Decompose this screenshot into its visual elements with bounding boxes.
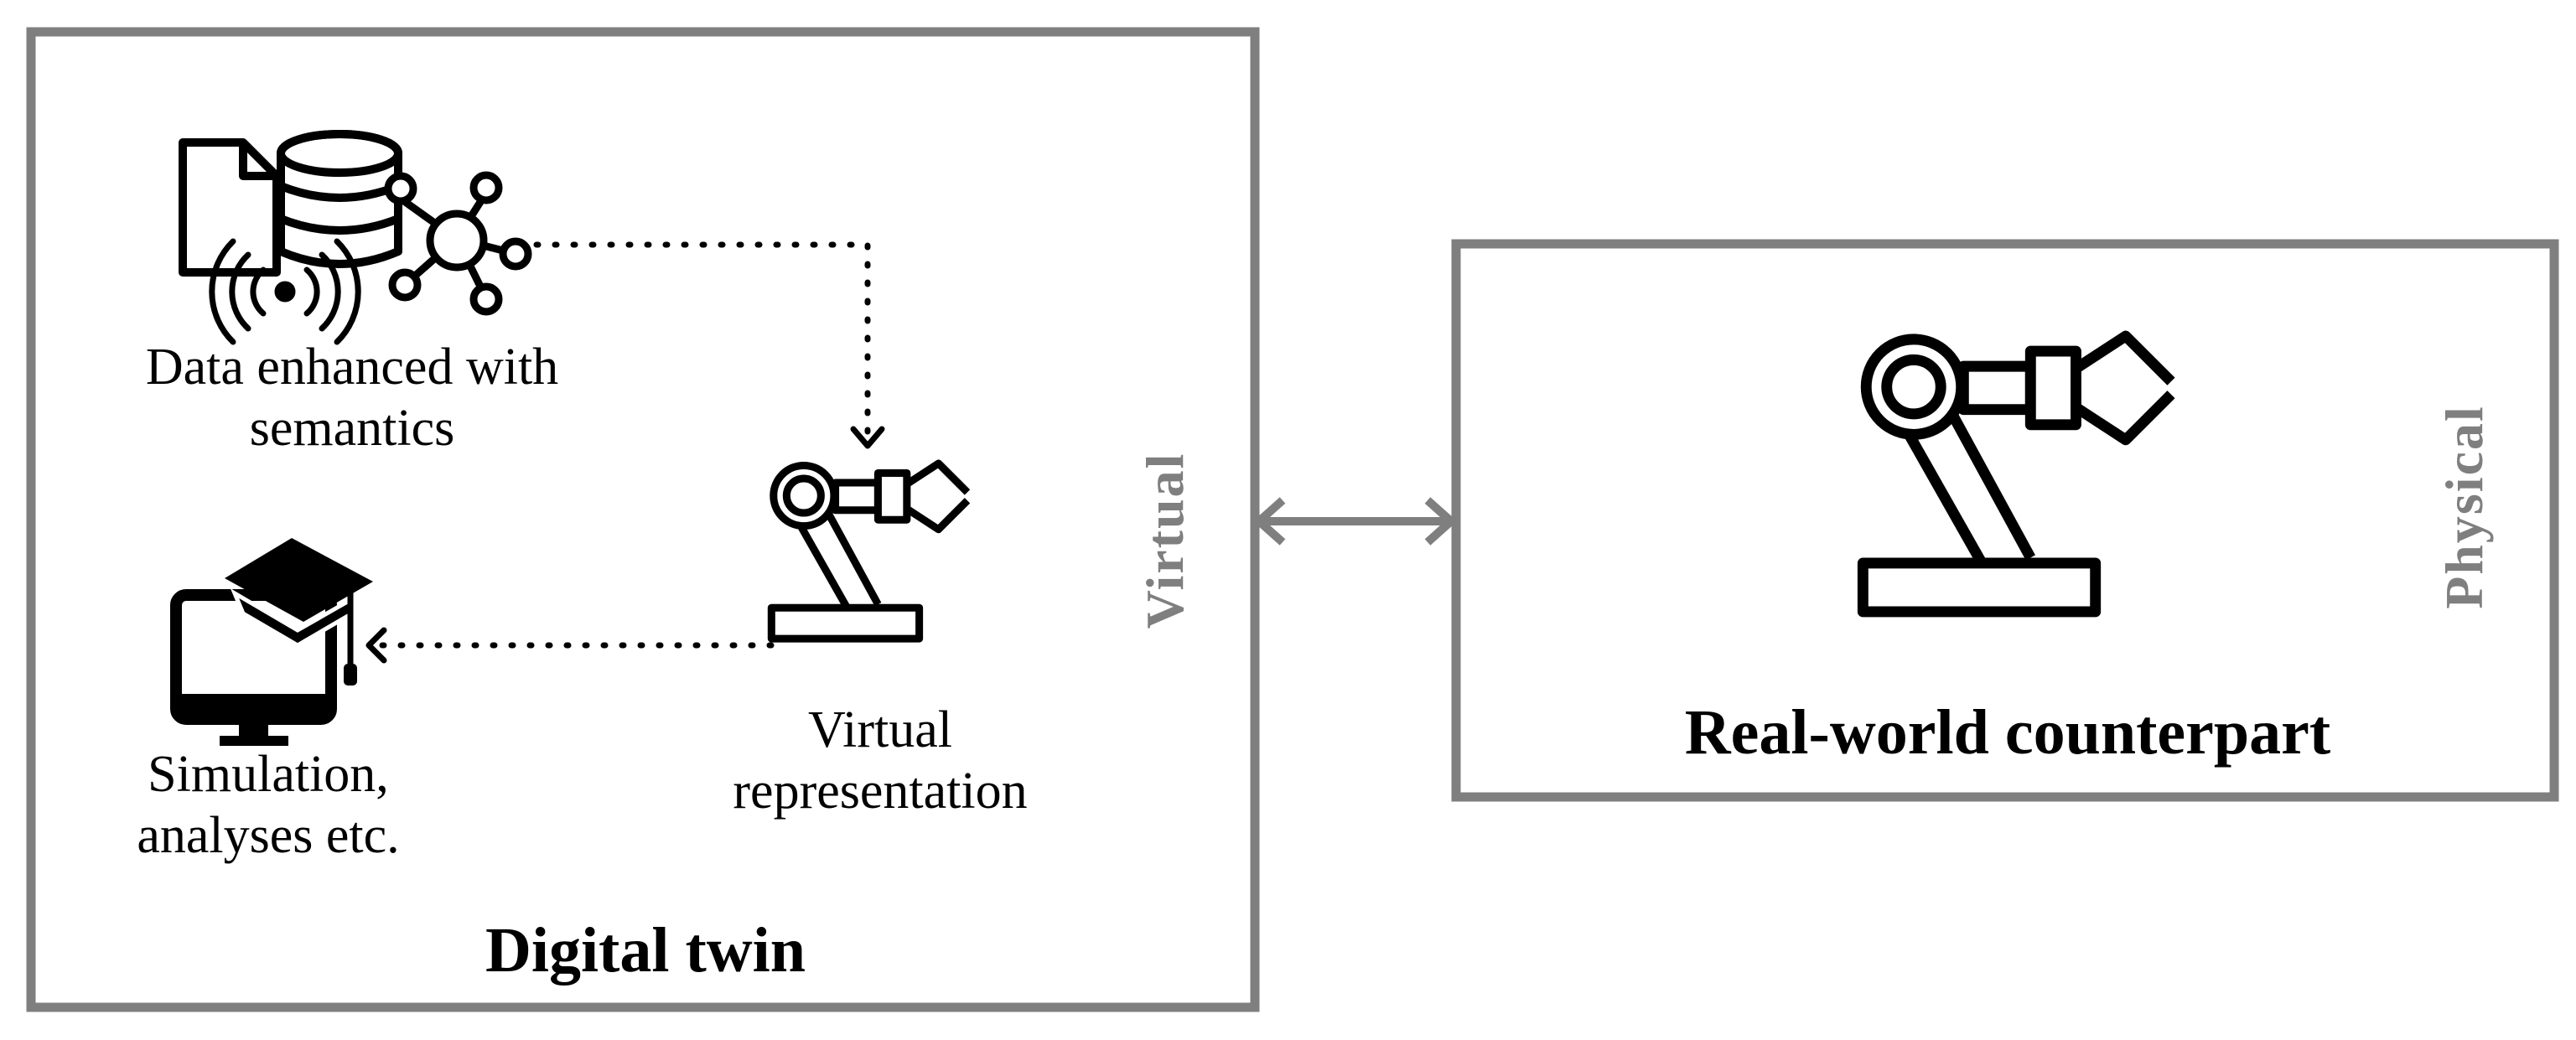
virtual-representation-line1: Virtual (808, 701, 952, 758)
robot-arm-icon (1857, 330, 2175, 618)
data-label-line2: semantics (249, 400, 455, 458)
database-document-icon (179, 130, 402, 277)
physical-side-label: Physical (2434, 405, 2494, 609)
digital-twin-title: Digital twin (485, 915, 806, 986)
sensor-signal-icon (209, 238, 361, 345)
robot-arm-icon (767, 459, 971, 643)
simulation-label-line1: Simulation, (148, 746, 389, 803)
dotted-arrow-data-to-virtual (533, 241, 885, 449)
simulation-label: Simulation, analyses etc. (84, 744, 453, 867)
bidirectional-arrow (1252, 497, 1458, 546)
real-world-title: Real-world counterpart (1684, 697, 2331, 768)
virtual-representation-label: Virtual representation (662, 700, 1098, 822)
virtual-representation-line2: representation (733, 763, 1028, 820)
simulation-label-line2: analyses etc. (137, 807, 400, 865)
data-label: Data enhanced with semantics (84, 337, 620, 459)
computer-learning-icon (170, 538, 373, 746)
dotted-arrow-virtual-to-simulation (365, 627, 775, 664)
knowledge-graph-icon (384, 171, 532, 316)
virtual-side-label: Virtual (1135, 452, 1195, 629)
data-label-line1: Data enhanced with (145, 339, 559, 396)
